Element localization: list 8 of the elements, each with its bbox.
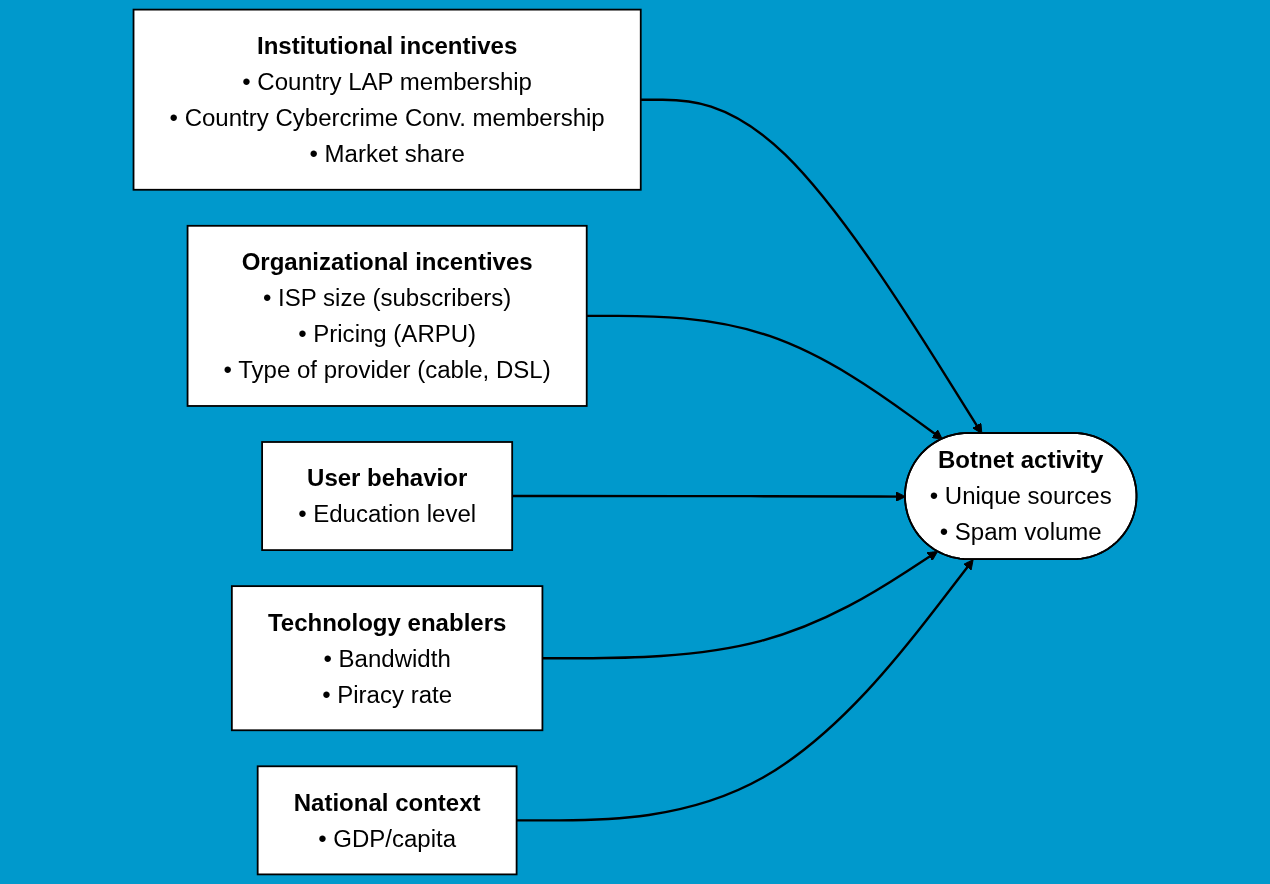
node-box: User behavior • Education level xyxy=(261,441,514,551)
arrow xyxy=(586,314,943,440)
node-box: National context • GDP/capita xyxy=(256,765,518,876)
node-box: Technology enablers • Bandwidth • Piracy rate xyxy=(230,585,544,732)
node-box: Organizational incentives • ISP size (subscribers) • Pricing (ARPU) • Type of provider (cable, DSL) xyxy=(186,224,588,407)
arrow xyxy=(542,551,938,660)
node-box: Institutional incentives • Country LAP membership • Country Cybercrime Conv. membership • Market share xyxy=(132,8,642,191)
arrow xyxy=(516,559,974,822)
